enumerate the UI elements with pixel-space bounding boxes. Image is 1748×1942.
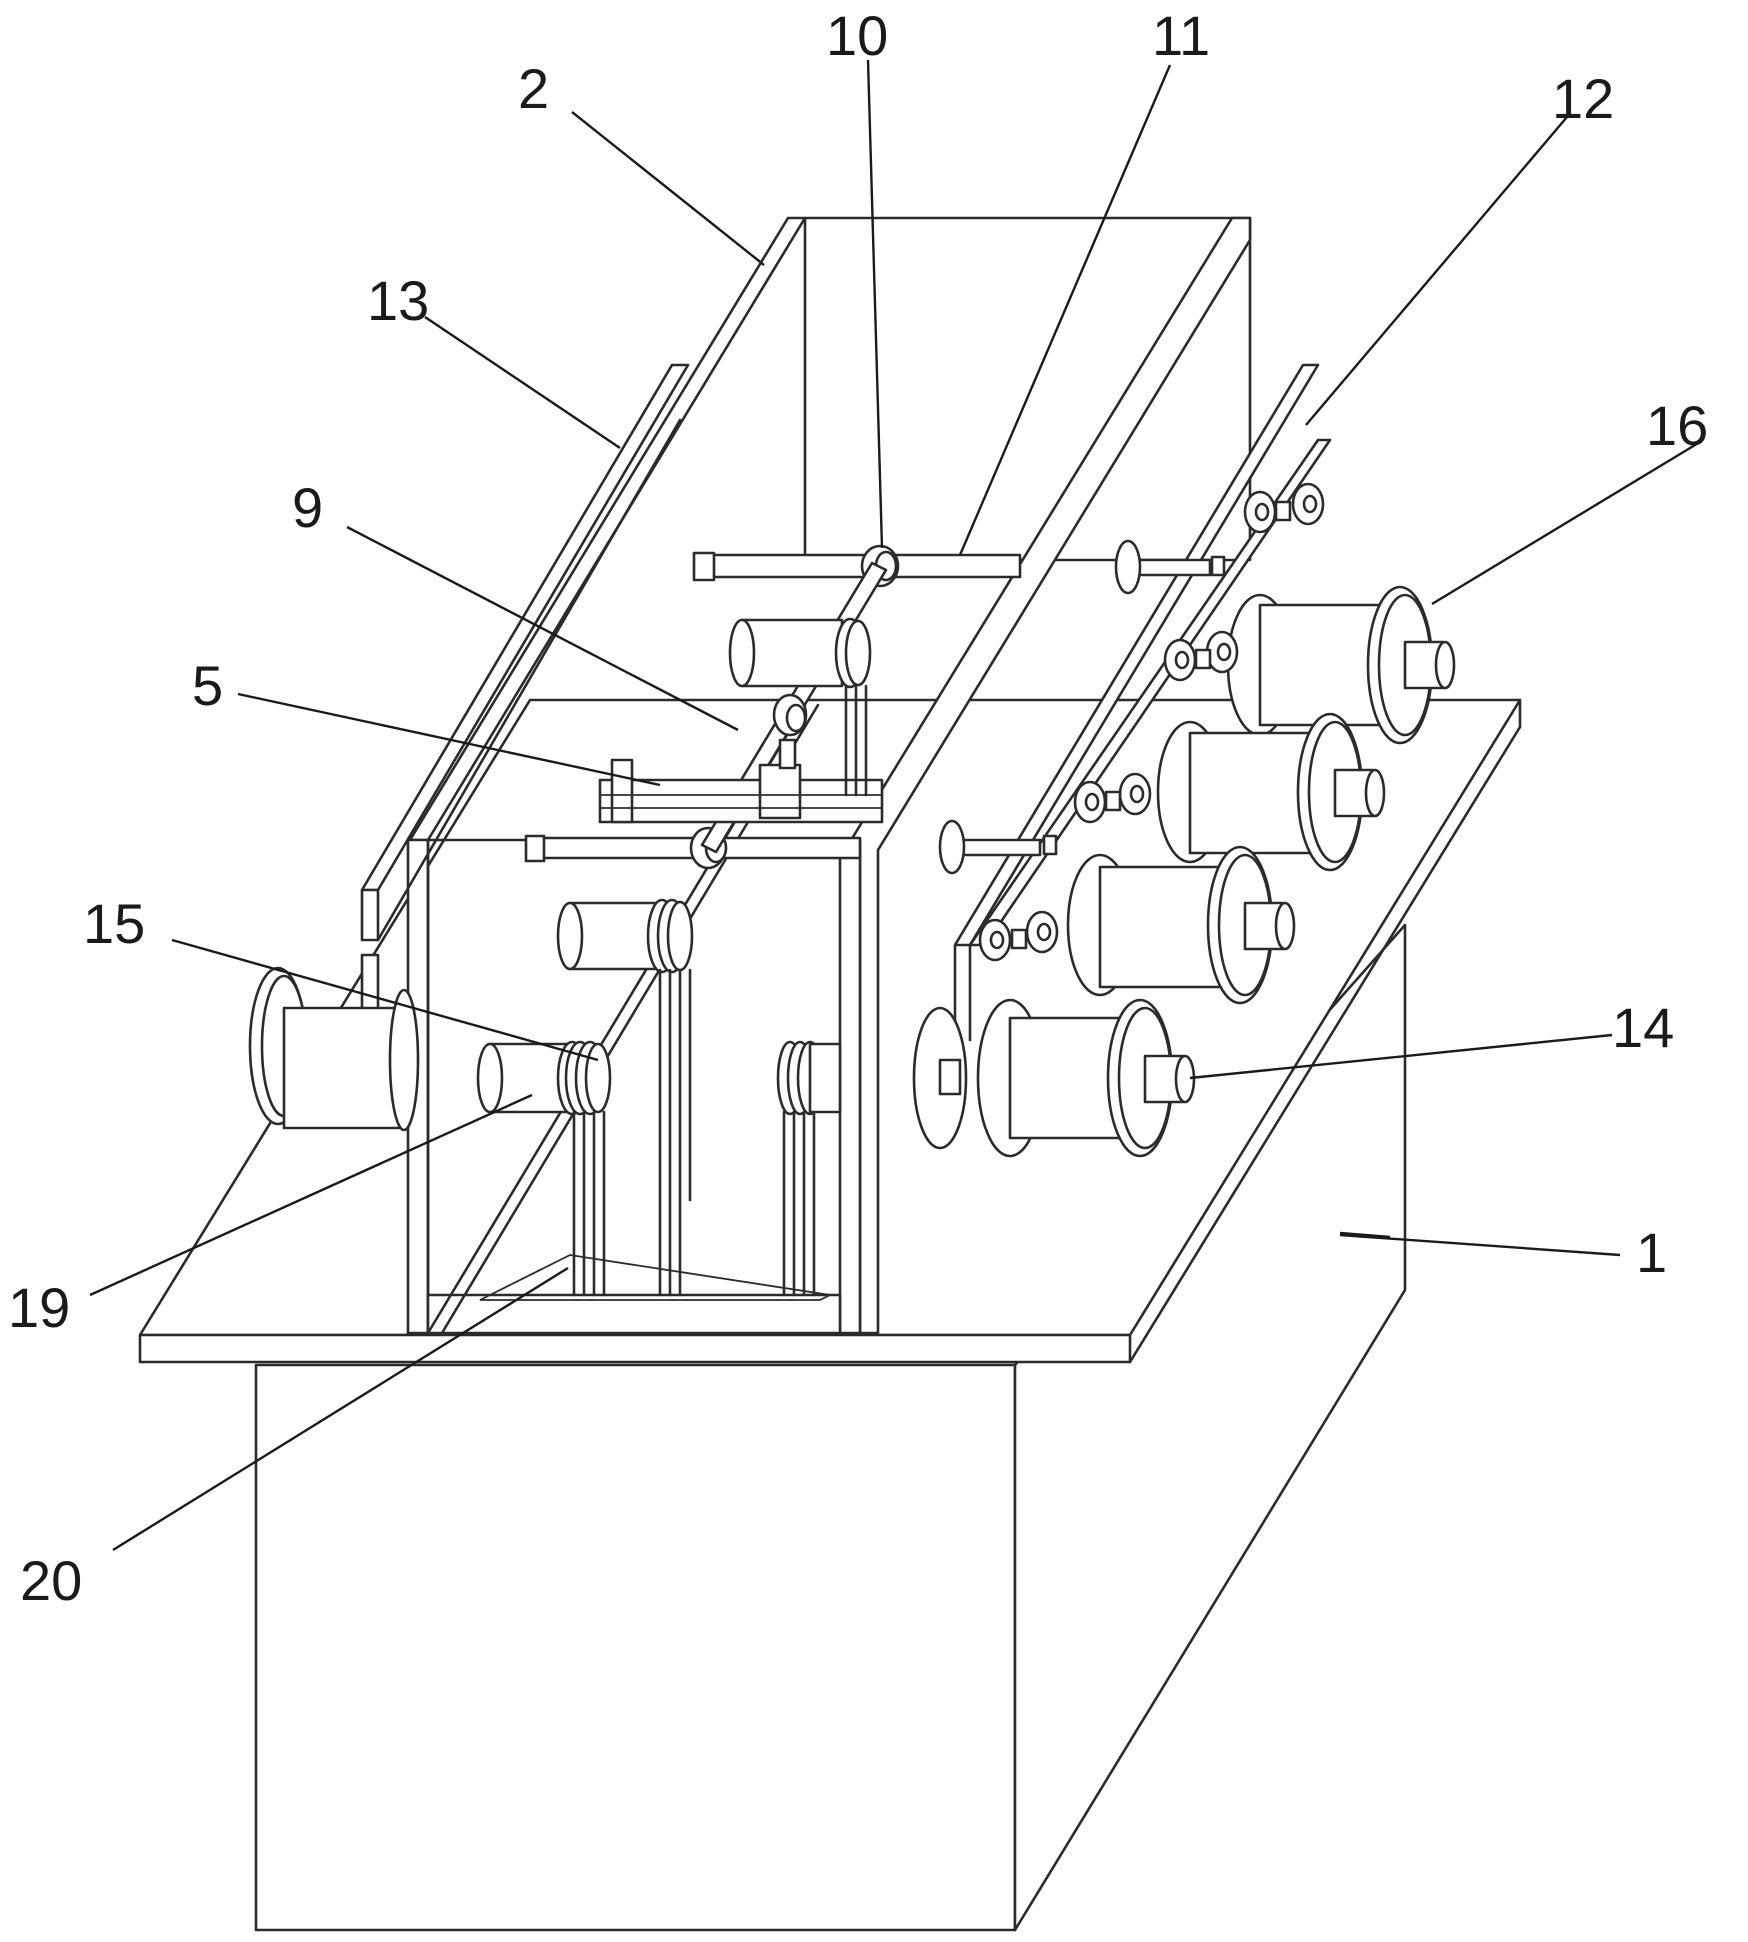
lower-motor [476,1040,612,1297]
callout-labels: 1 2 5 9 10 11 12 13 14 15 16 19 20 [8,4,1708,1612]
right-spools [912,585,1456,1158]
slider-assembly [598,738,884,824]
sloped-top-plate [138,698,1522,1364]
label-19: 19 [8,1276,70,1339]
upper-motor [728,617,872,797]
label-9: 9 [292,476,323,539]
label-13: 13 [367,269,429,332]
left-spool [248,966,420,1132]
label-5: 5 [192,654,223,717]
label-2: 2 [518,57,549,120]
label-15: 15 [83,892,145,955]
label-10: 10 [826,4,888,67]
label-1: 1 [1636,1221,1667,1284]
main-frame [406,216,1252,1335]
label-20: 20 [20,1549,82,1612]
label-12: 12 [1552,67,1614,130]
middle-motor [556,898,694,1297]
label-16: 16 [1646,394,1708,457]
label-11: 11 [1152,4,1210,67]
inner-right-pulley [776,1040,842,1297]
leader-lines [89,59,1701,1552]
label-14: 14 [1612,996,1674,1059]
base-cabinet [254,923,1407,1932]
wall-studs [938,539,1226,875]
guide-rollers [978,482,1325,962]
left-guide-rail [360,363,690,1017]
